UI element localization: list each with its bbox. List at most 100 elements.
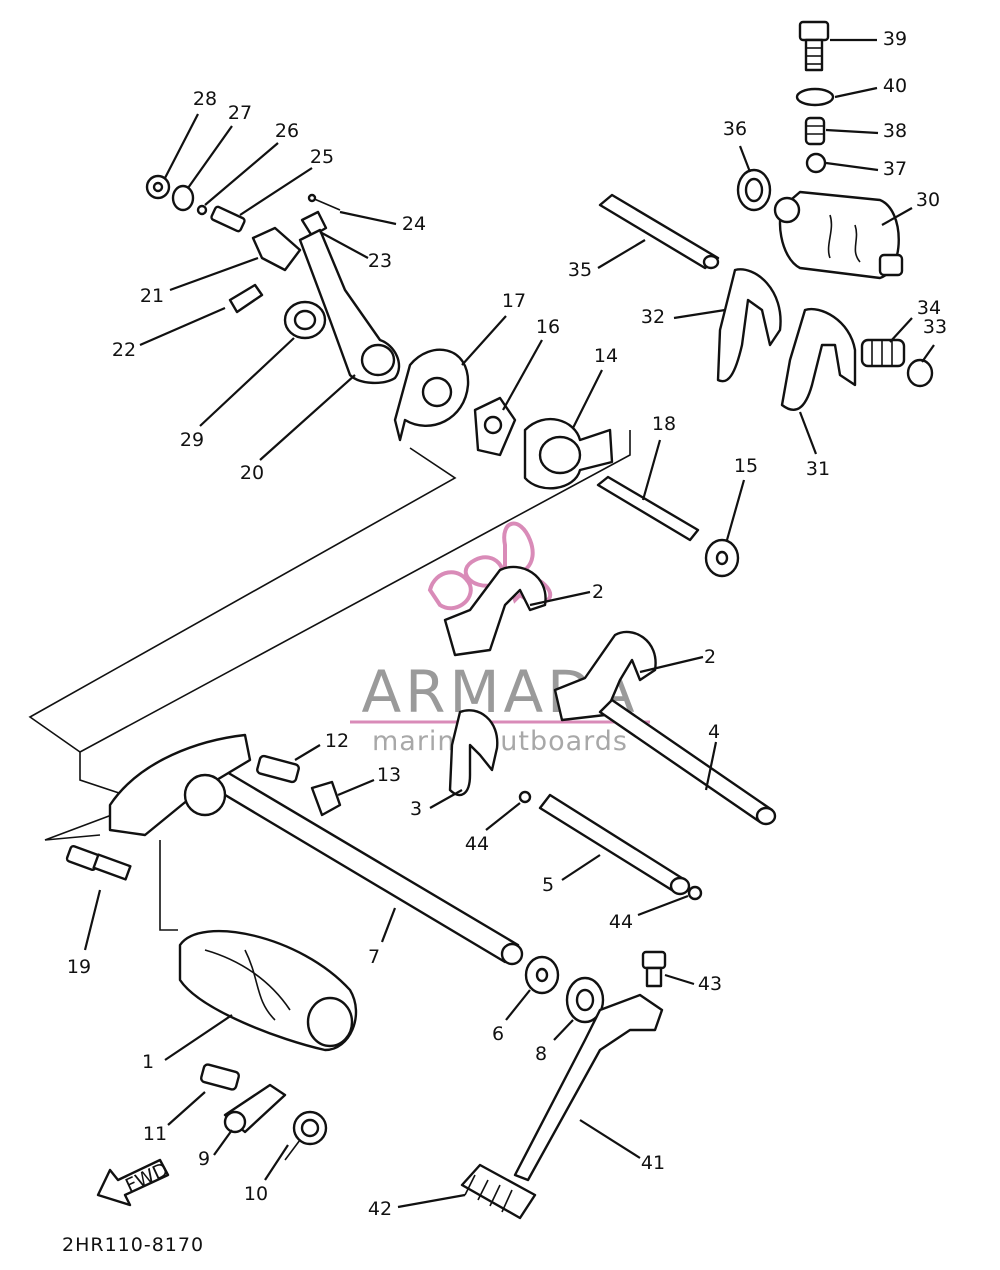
part-33-washer bbox=[906, 358, 934, 388]
part-25-bolt bbox=[210, 205, 246, 233]
leader-line bbox=[167, 1091, 206, 1126]
callout-label: 12 bbox=[325, 730, 349, 752]
leader-line bbox=[164, 1014, 233, 1061]
callout-label: 32 bbox=[641, 306, 665, 328]
callout-label: 43 bbox=[698, 973, 722, 995]
part-40-washer bbox=[795, 87, 835, 107]
leader-line bbox=[259, 374, 356, 461]
callout-label: 41 bbox=[641, 1152, 665, 1174]
callout-label: 36 bbox=[723, 118, 747, 140]
callout-label: 25 bbox=[310, 146, 334, 168]
leader-line bbox=[294, 744, 321, 761]
callout-label: 20 bbox=[240, 462, 264, 484]
leader-line bbox=[889, 317, 913, 343]
leader-line bbox=[825, 128, 879, 135]
callout-label: 44 bbox=[465, 833, 489, 855]
leader-line bbox=[529, 590, 591, 607]
part-42-pedal-rubber bbox=[460, 1163, 537, 1220]
part-28-nut bbox=[145, 174, 171, 200]
part-5-guide-bar bbox=[538, 793, 691, 896]
assembly-guide-lines bbox=[28, 430, 631, 931]
leader-line bbox=[553, 1019, 574, 1041]
callout-label: 7 bbox=[368, 946, 380, 968]
part-27-washer bbox=[171, 184, 195, 212]
leader-line bbox=[738, 145, 752, 173]
callout-label: 15 bbox=[734, 455, 758, 477]
part-16-plate bbox=[473, 396, 517, 457]
callout-label: 2 bbox=[704, 646, 716, 668]
part-12-bolt bbox=[256, 754, 300, 784]
part-4-guide-bar bbox=[598, 698, 777, 826]
part-14-ratchet bbox=[523, 418, 614, 490]
part-17-plate bbox=[393, 348, 470, 442]
part-44-clip-lower bbox=[687, 885, 703, 901]
callout-label: 26 bbox=[275, 120, 299, 142]
callout-label: 18 bbox=[652, 413, 676, 435]
part-2-shift-fork-lower bbox=[553, 630, 657, 722]
callout-label: 44 bbox=[609, 911, 633, 933]
callout-label: 8 bbox=[535, 1043, 547, 1065]
part-34-spring bbox=[860, 338, 906, 368]
part-36-seal bbox=[736, 168, 772, 212]
callout-label: 14 bbox=[594, 345, 618, 367]
callout-labels: 1223456789101112131415161718192021222324… bbox=[67, 28, 947, 1220]
leader-line bbox=[164, 113, 199, 179]
callout-label: 30 bbox=[916, 189, 940, 211]
callout-label: 6 bbox=[492, 1023, 504, 1045]
part-29-spring bbox=[283, 300, 327, 340]
callout-label: 3 bbox=[410, 798, 422, 820]
callout-label: 42 bbox=[368, 1198, 392, 1220]
watermark: ARMADA marine outboards bbox=[350, 521, 650, 757]
callout-label: 16 bbox=[536, 316, 560, 338]
leader-line bbox=[139, 306, 226, 347]
leader-line bbox=[637, 894, 689, 917]
callout-label: 13 bbox=[377, 764, 401, 786]
part-38-spring bbox=[804, 116, 826, 146]
leader-line bbox=[380, 907, 397, 943]
leader-line bbox=[83, 889, 102, 951]
callout-label: 23 bbox=[368, 250, 392, 272]
callout-label: 17 bbox=[502, 290, 526, 312]
part-21-joint bbox=[251, 226, 302, 272]
leader-line bbox=[825, 161, 879, 172]
leader-line bbox=[337, 778, 375, 797]
fwd-label: FWD bbox=[122, 1159, 172, 1198]
callout-label: 34 bbox=[917, 297, 941, 319]
part-24-pin bbox=[307, 193, 341, 211]
callout-label: 38 bbox=[883, 120, 907, 142]
part-15-washer bbox=[704, 538, 740, 578]
leader-line bbox=[704, 741, 718, 791]
leader-line bbox=[505, 989, 531, 1021]
callout-label: 28 bbox=[193, 88, 217, 110]
leader-line bbox=[561, 854, 601, 881]
leader-line bbox=[502, 339, 543, 411]
part-7-shift-shaft bbox=[108, 733, 524, 966]
callout-label: 22 bbox=[112, 339, 136, 361]
leader-line bbox=[264, 1144, 289, 1181]
leader-line bbox=[881, 207, 913, 226]
leader-line bbox=[169, 256, 259, 292]
part-41-shift-pedal bbox=[513, 993, 664, 1182]
leader-line bbox=[921, 344, 935, 363]
callout-label: 10 bbox=[244, 1183, 268, 1205]
leader-lines bbox=[83, 38, 935, 1209]
callout-label: 40 bbox=[883, 75, 907, 97]
leader-line bbox=[239, 167, 313, 216]
callout-label: 11 bbox=[143, 1123, 167, 1145]
callout-label: 2 bbox=[592, 581, 604, 603]
callout-label: 27 bbox=[228, 102, 252, 124]
leader-line bbox=[187, 125, 233, 189]
part-44-clip-upper bbox=[518, 790, 532, 804]
part-35-shaft bbox=[598, 193, 720, 270]
part-30-shift-drum bbox=[773, 190, 904, 280]
part-6-washer bbox=[524, 955, 560, 995]
part-18-shaft bbox=[596, 475, 700, 542]
callout-label: 19 bbox=[67, 956, 91, 978]
leader-line bbox=[664, 973, 695, 986]
part-31-shift-fork bbox=[780, 307, 857, 411]
part-1-shift-drum bbox=[178, 929, 358, 1052]
leader-line bbox=[572, 369, 603, 429]
part-13-clip bbox=[310, 780, 342, 817]
callout-label: 9 bbox=[198, 1148, 210, 1170]
